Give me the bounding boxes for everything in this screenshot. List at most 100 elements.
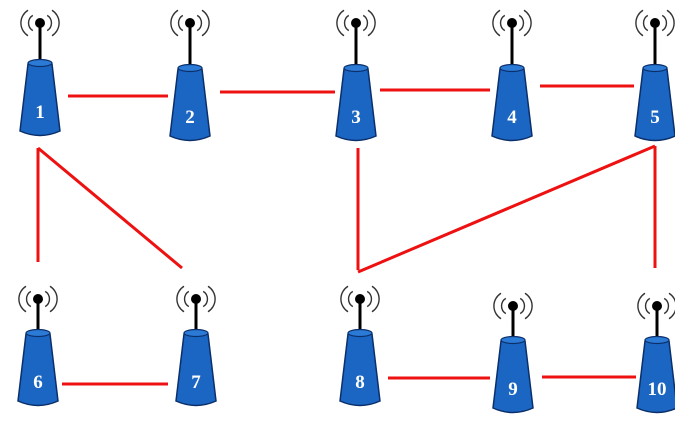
wave-left-arc bbox=[27, 14, 34, 32]
antenna-tip-icon bbox=[185, 18, 195, 28]
tower-body-icon bbox=[335, 65, 377, 142]
nodes-layer: 1 2 3 4 5 6 7 8 9 10 bbox=[17, 9, 675, 414]
wave-right-arc bbox=[523, 9, 532, 37]
wave-right-arc bbox=[51, 9, 60, 37]
wave-right-arc bbox=[362, 14, 369, 32]
wave-left-arc bbox=[343, 14, 350, 32]
tower-top bbox=[499, 63, 525, 73]
wave-left-arc bbox=[644, 297, 651, 315]
signal-waves-icon bbox=[20, 9, 60, 37]
tower-node-5: 5 bbox=[634, 9, 675, 142]
tower-body-icon bbox=[175, 330, 217, 407]
wave-left-arc bbox=[176, 285, 185, 313]
wave-left-arc bbox=[336, 9, 345, 37]
wave-left-arc bbox=[492, 9, 501, 37]
tower-top bbox=[27, 58, 53, 68]
antenna-tip-icon bbox=[355, 294, 365, 304]
antenna-tip-icon bbox=[191, 294, 201, 304]
wave-right-arc bbox=[201, 9, 210, 37]
wave-left-arc bbox=[642, 14, 649, 32]
tower-top bbox=[347, 328, 373, 338]
wave-left-arc bbox=[25, 290, 32, 308]
signal-waves-icon bbox=[170, 9, 210, 37]
signal-waves-icon bbox=[635, 9, 675, 37]
node-label: 9 bbox=[508, 379, 518, 400]
wave-left-arc bbox=[340, 285, 349, 313]
antenna-tip-icon bbox=[33, 294, 43, 304]
node-label: 7 bbox=[191, 372, 201, 393]
node-label: 10 bbox=[648, 379, 667, 400]
node-label: 4 bbox=[507, 107, 517, 128]
wave-left-arc bbox=[635, 9, 644, 37]
signal-waves-icon bbox=[493, 292, 533, 320]
signal-waves-icon bbox=[18, 285, 58, 313]
node-label: 6 bbox=[33, 372, 43, 393]
tower-node-9: 9 bbox=[492, 292, 534, 414]
wave-left-arc bbox=[18, 285, 27, 313]
antenna-tip-icon bbox=[351, 18, 361, 28]
tower-top bbox=[644, 335, 670, 345]
tower-body-icon bbox=[634, 65, 675, 142]
tower-node-10: 10 bbox=[636, 292, 675, 414]
antenna-tip-icon bbox=[507, 18, 517, 28]
tower-body-icon bbox=[492, 337, 534, 414]
wave-right-arc bbox=[518, 14, 525, 32]
node-label: 3 bbox=[351, 107, 361, 128]
wave-left-arc bbox=[637, 292, 646, 320]
wave-right-arc bbox=[207, 285, 216, 313]
wave-right-arc bbox=[524, 292, 533, 320]
tower-top bbox=[642, 63, 668, 73]
wave-left-arc bbox=[493, 292, 502, 320]
signal-waves-icon bbox=[637, 292, 675, 320]
node-label: 8 bbox=[355, 372, 365, 393]
tower-top bbox=[500, 335, 526, 345]
node-label: 5 bbox=[650, 107, 660, 128]
tower-top bbox=[343, 63, 369, 73]
antenna-tip-icon bbox=[508, 301, 518, 311]
tower-body-icon bbox=[491, 65, 533, 142]
antenna-tip-icon bbox=[650, 18, 660, 28]
wave-left-arc bbox=[499, 14, 506, 32]
signal-waves-icon bbox=[176, 285, 216, 313]
wave-left-arc bbox=[170, 9, 179, 37]
wave-left-arc bbox=[183, 290, 190, 308]
antenna-tip-icon bbox=[652, 301, 662, 311]
wave-right-arc bbox=[202, 290, 209, 308]
wave-right-arc bbox=[371, 285, 380, 313]
tower-top bbox=[25, 328, 51, 338]
tower-node-6: 6 bbox=[17, 285, 59, 407]
wave-right-arc bbox=[668, 292, 675, 320]
tower-node-3: 3 bbox=[335, 9, 377, 142]
tower-node-7: 7 bbox=[175, 285, 217, 407]
tower-body-icon bbox=[17, 330, 59, 407]
tower-node-1: 1 bbox=[19, 9, 61, 137]
tower-top bbox=[183, 328, 209, 338]
wave-right-arc bbox=[44, 290, 51, 308]
wave-right-arc bbox=[49, 285, 58, 313]
node-label: 2 bbox=[185, 107, 195, 128]
signal-waves-icon bbox=[336, 9, 376, 37]
antenna-tip-icon bbox=[35, 18, 45, 28]
wave-right-arc bbox=[661, 14, 668, 32]
wave-right-arc bbox=[196, 14, 203, 32]
wave-right-arc bbox=[46, 14, 53, 32]
tower-body-icon bbox=[636, 337, 675, 414]
wave-right-arc bbox=[663, 297, 670, 315]
node-label: 1 bbox=[35, 102, 45, 123]
tower-body-icon bbox=[339, 330, 381, 407]
wave-right-arc bbox=[366, 290, 373, 308]
signal-waves-icon bbox=[340, 285, 380, 313]
wave-right-arc bbox=[367, 9, 376, 37]
wave-right-arc bbox=[519, 297, 526, 315]
wave-right-arc bbox=[666, 9, 675, 37]
link-1-7 bbox=[37, 146, 183, 270]
wave-left-arc bbox=[500, 297, 507, 315]
wave-left-arc bbox=[347, 290, 354, 308]
tower-node-8: 8 bbox=[339, 285, 381, 407]
tower-body-icon bbox=[19, 60, 61, 137]
signal-waves-icon bbox=[492, 9, 532, 37]
wave-left-arc bbox=[177, 14, 184, 32]
wave-left-arc bbox=[20, 9, 29, 37]
tower-node-2: 2 bbox=[169, 9, 211, 142]
